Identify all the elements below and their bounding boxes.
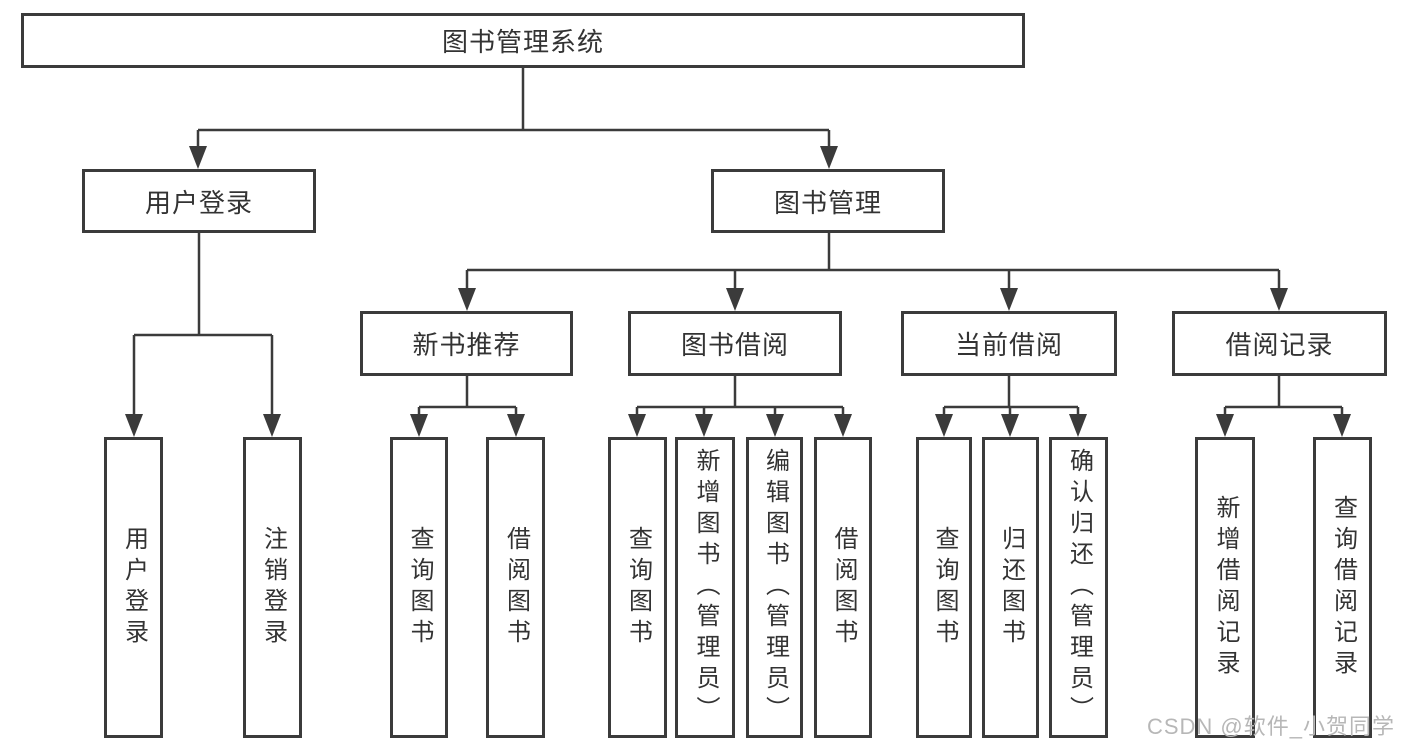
node-box-recommend-query-books: 查询图书 xyxy=(390,437,448,738)
node-box-edit-books-admin: 编辑图书（管理员） xyxy=(746,437,803,738)
node-label-user-login: 用户登录 xyxy=(120,525,148,650)
node-label-edit-books-admin: 编辑图书（管理员） xyxy=(761,448,789,727)
node-box-current-borrowing: 当前借阅 xyxy=(901,311,1117,376)
node-label-book-management: 图书管理 xyxy=(773,187,882,218)
node-label-user-login-group: 用户登录 xyxy=(144,187,253,218)
node-box-recommend-borrow-books: 借阅图书 xyxy=(486,437,545,738)
node-box-library-system: 图书管理系统 xyxy=(21,13,1025,68)
node-box-borrow-records: 借阅记录 xyxy=(1172,311,1387,376)
node-box-current-query-books: 查询图书 xyxy=(916,437,972,738)
node-box-add-books-admin: 新增图书（管理员） xyxy=(675,437,735,738)
node-box-borrowing-borrow-books: 借阅图书 xyxy=(814,437,872,738)
node-label-current-query-books: 查询图书 xyxy=(931,525,958,650)
node-label-recommend-borrow-books: 借阅图书 xyxy=(502,525,530,650)
node-label-borrowing-borrow-books: 借阅图书 xyxy=(830,525,857,650)
watermark: CSDN @软件_小贺同学 xyxy=(1146,714,1395,739)
node-box-borrowing-query-books: 查询图书 xyxy=(608,437,667,738)
node-label-return-books: 归还图书 xyxy=(997,525,1025,650)
node-box-new-book-recommend: 新书推荐 xyxy=(360,311,573,376)
node-label-add-books-admin: 新增图书（管理员） xyxy=(692,448,719,727)
node-box-book-management: 图书管理 xyxy=(711,169,945,233)
node-box-query-borrow-record: 查询借阅记录 xyxy=(1313,437,1372,738)
node-box-user-login-group: 用户登录 xyxy=(82,169,316,233)
node-box-confirm-return-admin: 确认归还（管理员） xyxy=(1049,437,1108,738)
node-label-recommend-query-books: 查询图书 xyxy=(406,525,433,650)
node-label-borrowing-query-books: 查询图书 xyxy=(624,525,652,650)
node-label-book-borrowing: 图书借阅 xyxy=(680,330,789,360)
node-label-add-borrow-record: 新增借阅记录 xyxy=(1212,494,1239,681)
node-box-add-borrow-record: 新增借阅记录 xyxy=(1195,437,1255,738)
arrowhead-icons xyxy=(125,146,1351,437)
node-label-library-system: 图书管理系统 xyxy=(441,27,604,57)
node-label-confirm-return-admin: 确认归还（管理员） xyxy=(1065,448,1093,727)
node-label-current-borrowing: 当前借阅 xyxy=(954,330,1063,360)
node-label-query-borrow-record: 查询借阅记录 xyxy=(1329,494,1357,681)
node-box-user-login: 用户登录 xyxy=(104,437,163,738)
tree-edges xyxy=(132,68,1344,418)
node-box-return-books: 归还图书 xyxy=(982,437,1039,738)
node-label-logout: 注销登录 xyxy=(259,525,287,650)
node-box-logout: 注销登录 xyxy=(243,437,302,738)
node-label-borrow-records: 借阅记录 xyxy=(1225,330,1334,360)
node-box-book-borrowing: 图书借阅 xyxy=(628,311,842,376)
node-label-new-book-recommend: 新书推荐 xyxy=(412,330,521,360)
